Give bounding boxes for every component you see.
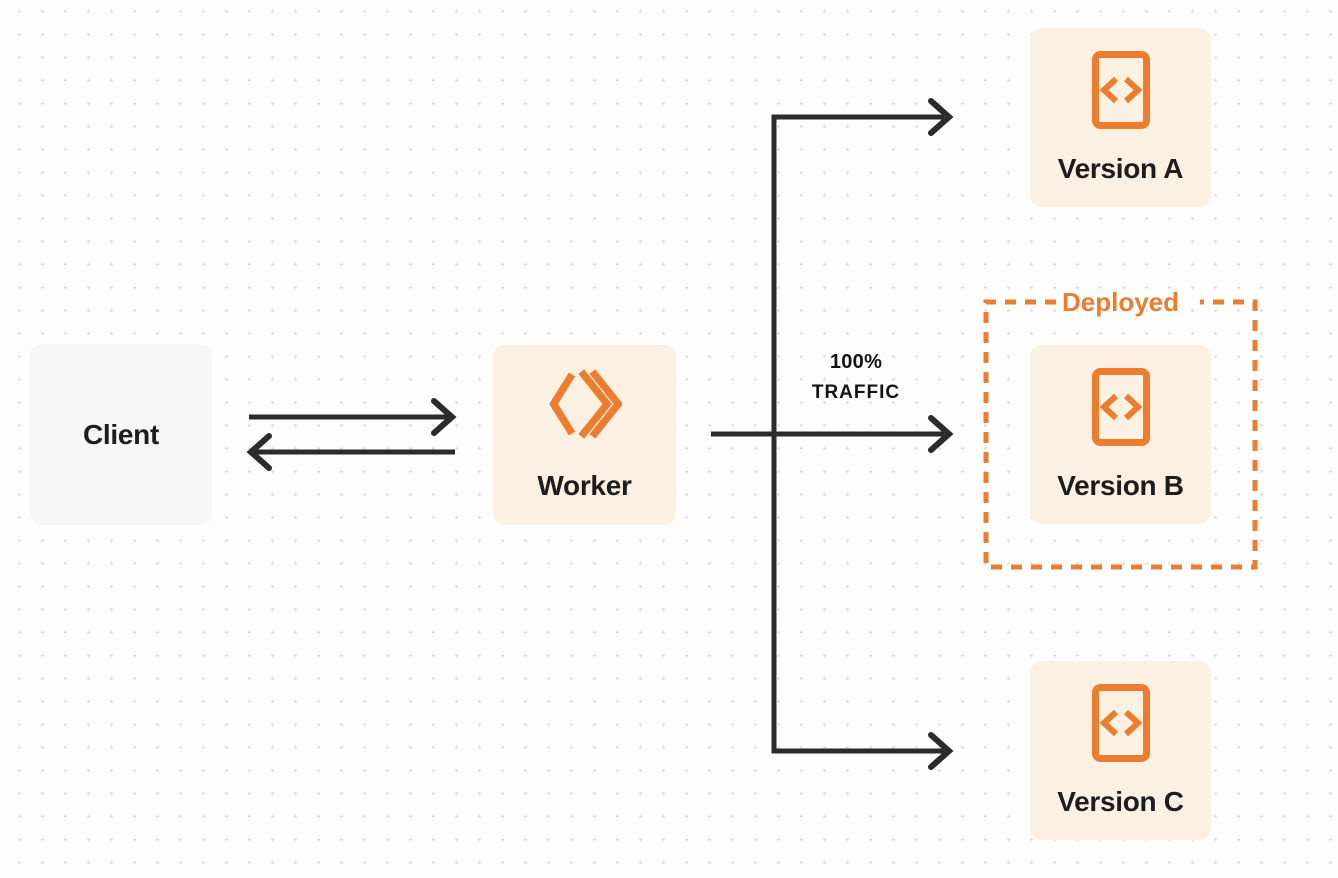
arrowhead-left-icon [246,433,272,471]
arrowhead-to-version-c-icon [928,732,954,770]
cloudflare-workers-icon [548,369,622,439]
version-b-label: Version B [1057,469,1184,501]
version-b-node: Version B [1030,345,1211,524]
worker-node: Worker [493,345,676,525]
traffic-word-text: TRAFFIC [811,382,901,403]
code-file-icon [1091,50,1150,129]
version-a-label: Version A [1057,152,1184,184]
version-c-node: Version C [1030,661,1211,840]
deployed-group-label: Deployed [1061,287,1180,317]
arrowhead-to-version-a-icon [928,98,954,136]
worker-label: Worker [537,470,632,501]
arrowhead-to-version-b-icon [928,415,954,453]
version-a-node: Version A [1030,28,1211,207]
version-c-label: Version C [1057,785,1184,817]
client-node: Client [30,344,212,525]
client-label: Client [83,418,159,450]
traffic-percent-text: 100% [829,351,883,373]
code-file-icon [1091,683,1150,762]
code-file-icon [1091,367,1150,446]
arrowhead-right-icon [431,398,457,436]
traffic-annotation: 100% TRAFFIC [776,347,936,409]
deployed-dashed-border [983,299,1258,570]
